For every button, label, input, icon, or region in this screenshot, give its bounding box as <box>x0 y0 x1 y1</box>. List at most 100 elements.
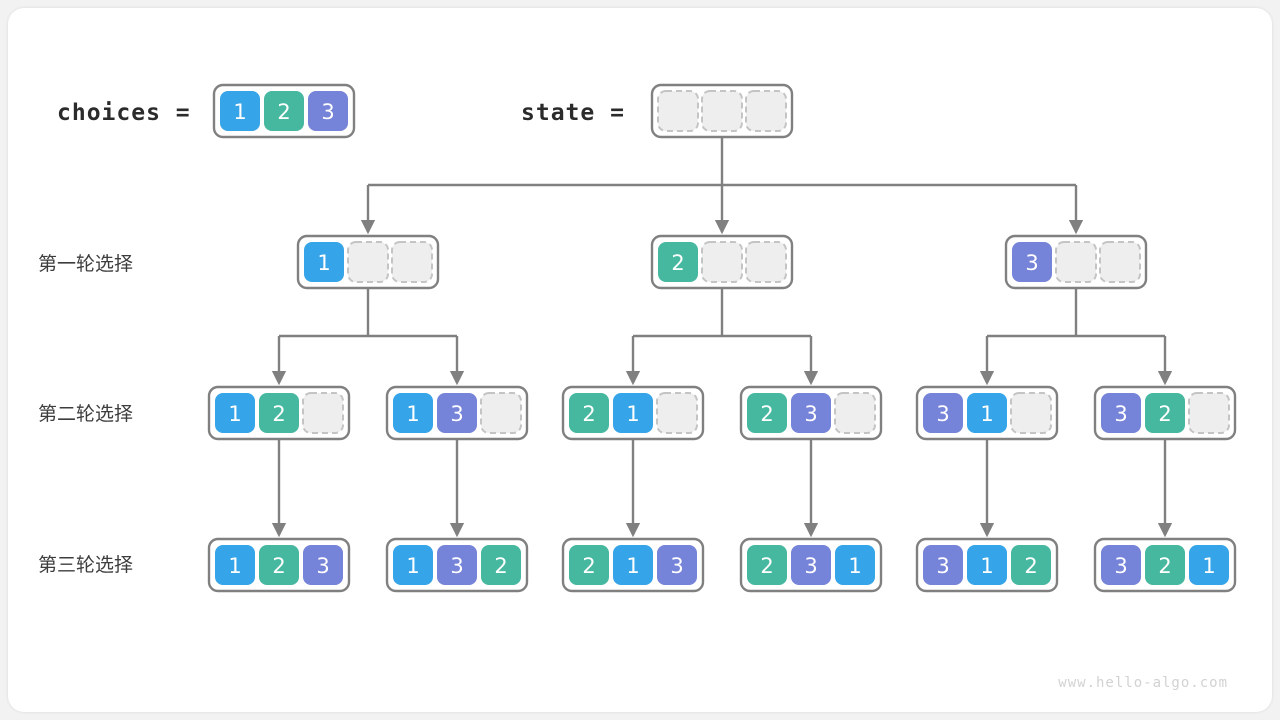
cell: 1 <box>220 91 260 131</box>
cell-filled <box>437 545 477 585</box>
row-label-level-2: 第二轮选择 <box>38 403 133 425</box>
row-label-level-1: 第一轮选择 <box>38 253 133 275</box>
cell-filled <box>1012 242 1052 282</box>
cell-filled <box>1101 393 1141 433</box>
cell-filled <box>215 545 255 585</box>
connectors-level-2-to-level-3 <box>271 439 1173 538</box>
watermark: www.hello-algo.com <box>1058 675 1228 691</box>
cell-filled <box>923 545 963 585</box>
cell-value: 3 <box>804 402 817 426</box>
cell-value: 3 <box>450 402 463 426</box>
cell-filled <box>481 545 521 585</box>
cell-empty <box>480 392 522 434</box>
cell-value: 1 <box>233 100 246 124</box>
cell-filled <box>835 545 875 585</box>
cell-filled <box>215 393 255 433</box>
cell-empty <box>657 90 699 132</box>
tree-node: 3 2 1 <box>1093 537 1237 593</box>
cell-filled <box>259 545 299 585</box>
cell-value: 2 <box>671 251 684 275</box>
tree-node: 2 1 <box>561 385 705 441</box>
tree-node: 2 1 3 <box>561 537 705 593</box>
choices-array: 1 2 3 <box>212 83 356 139</box>
cell-value: 1 <box>848 554 861 578</box>
cell-value: 1 <box>1202 554 1215 578</box>
cell-filled <box>393 393 433 433</box>
cell-filled <box>967 545 1007 585</box>
tree-node: 2 3 <box>739 385 883 441</box>
cell-empty <box>347 241 389 283</box>
cell-value: 3 <box>936 554 949 578</box>
cell-filled <box>791 545 831 585</box>
state-array <box>650 83 794 139</box>
cell-value: 3 <box>1114 554 1127 578</box>
cell-empty <box>1010 392 1052 434</box>
cell-filled <box>259 393 299 433</box>
cell-value: 1 <box>406 402 419 426</box>
cell-value: 1 <box>406 554 419 578</box>
cell-empty <box>745 241 787 283</box>
cell-value: 2 <box>1158 554 1171 578</box>
cell-filled <box>1189 545 1229 585</box>
cell-filled <box>1101 545 1141 585</box>
cell-filled <box>569 545 609 585</box>
tree-node: 2 3 1 <box>739 537 883 593</box>
tree-node: 1 2 3 <box>207 537 351 593</box>
cell-filled <box>923 393 963 433</box>
tree-node: 1 3 <box>385 385 529 441</box>
cell-filled <box>303 545 343 585</box>
cell-filled <box>791 393 831 433</box>
cell-empty <box>656 392 698 434</box>
cell-filled <box>569 393 609 433</box>
connectors-level-1-to-level-2 <box>271 288 1173 386</box>
cell-value: 2 <box>277 100 290 124</box>
cell-value: 2 <box>760 554 773 578</box>
row-label-level-3: 第三轮选择 <box>38 554 133 576</box>
cell-filled <box>967 393 1007 433</box>
level-2-nodes: 1 2 1 3 2 1 <box>207 385 1237 441</box>
tree-node: 3 1 <box>915 385 1059 441</box>
cell: 3 <box>308 91 348 131</box>
cell-filled <box>613 545 653 585</box>
cell-value: 1 <box>980 554 993 578</box>
tree-node: 3 1 2 <box>915 537 1059 593</box>
state-label: state = <box>521 100 625 126</box>
cell-value: 2 <box>272 402 285 426</box>
cell-filled <box>613 393 653 433</box>
cell-value: 1 <box>228 554 241 578</box>
cell-empty <box>701 241 743 283</box>
cell-value: 3 <box>804 554 817 578</box>
tree-node: 1 <box>296 234 440 290</box>
tree-node: 1 3 2 <box>385 537 529 593</box>
cell-empty <box>701 90 743 132</box>
cell-empty <box>1188 392 1230 434</box>
tree-node: 1 2 <box>207 385 351 441</box>
cell-value: 3 <box>1025 251 1038 275</box>
cell-empty <box>1099 241 1141 283</box>
cell-value: 2 <box>1158 402 1171 426</box>
cell-value: 2 <box>582 402 595 426</box>
cell-filled <box>747 393 787 433</box>
cell-value: 2 <box>494 554 507 578</box>
cell-filled <box>657 545 697 585</box>
cell-filled <box>437 393 477 433</box>
cell-value: 3 <box>316 554 329 578</box>
cell-filled <box>658 242 698 282</box>
cell-value: 3 <box>321 100 334 124</box>
cell-value: 2 <box>582 554 595 578</box>
cell-empty <box>745 90 787 132</box>
cell-empty <box>1055 241 1097 283</box>
cell-value: 1 <box>228 402 241 426</box>
tree-node: 3 2 <box>1093 385 1237 441</box>
cell-value: 1 <box>626 402 639 426</box>
cell-filled <box>304 242 344 282</box>
tree-node: 2 <box>650 234 794 290</box>
cell-value: 3 <box>936 402 949 426</box>
cell-value: 1 <box>317 251 330 275</box>
cell-filled <box>747 545 787 585</box>
cell-value: 3 <box>450 554 463 578</box>
cell-filled <box>393 545 433 585</box>
cell-empty <box>302 392 344 434</box>
